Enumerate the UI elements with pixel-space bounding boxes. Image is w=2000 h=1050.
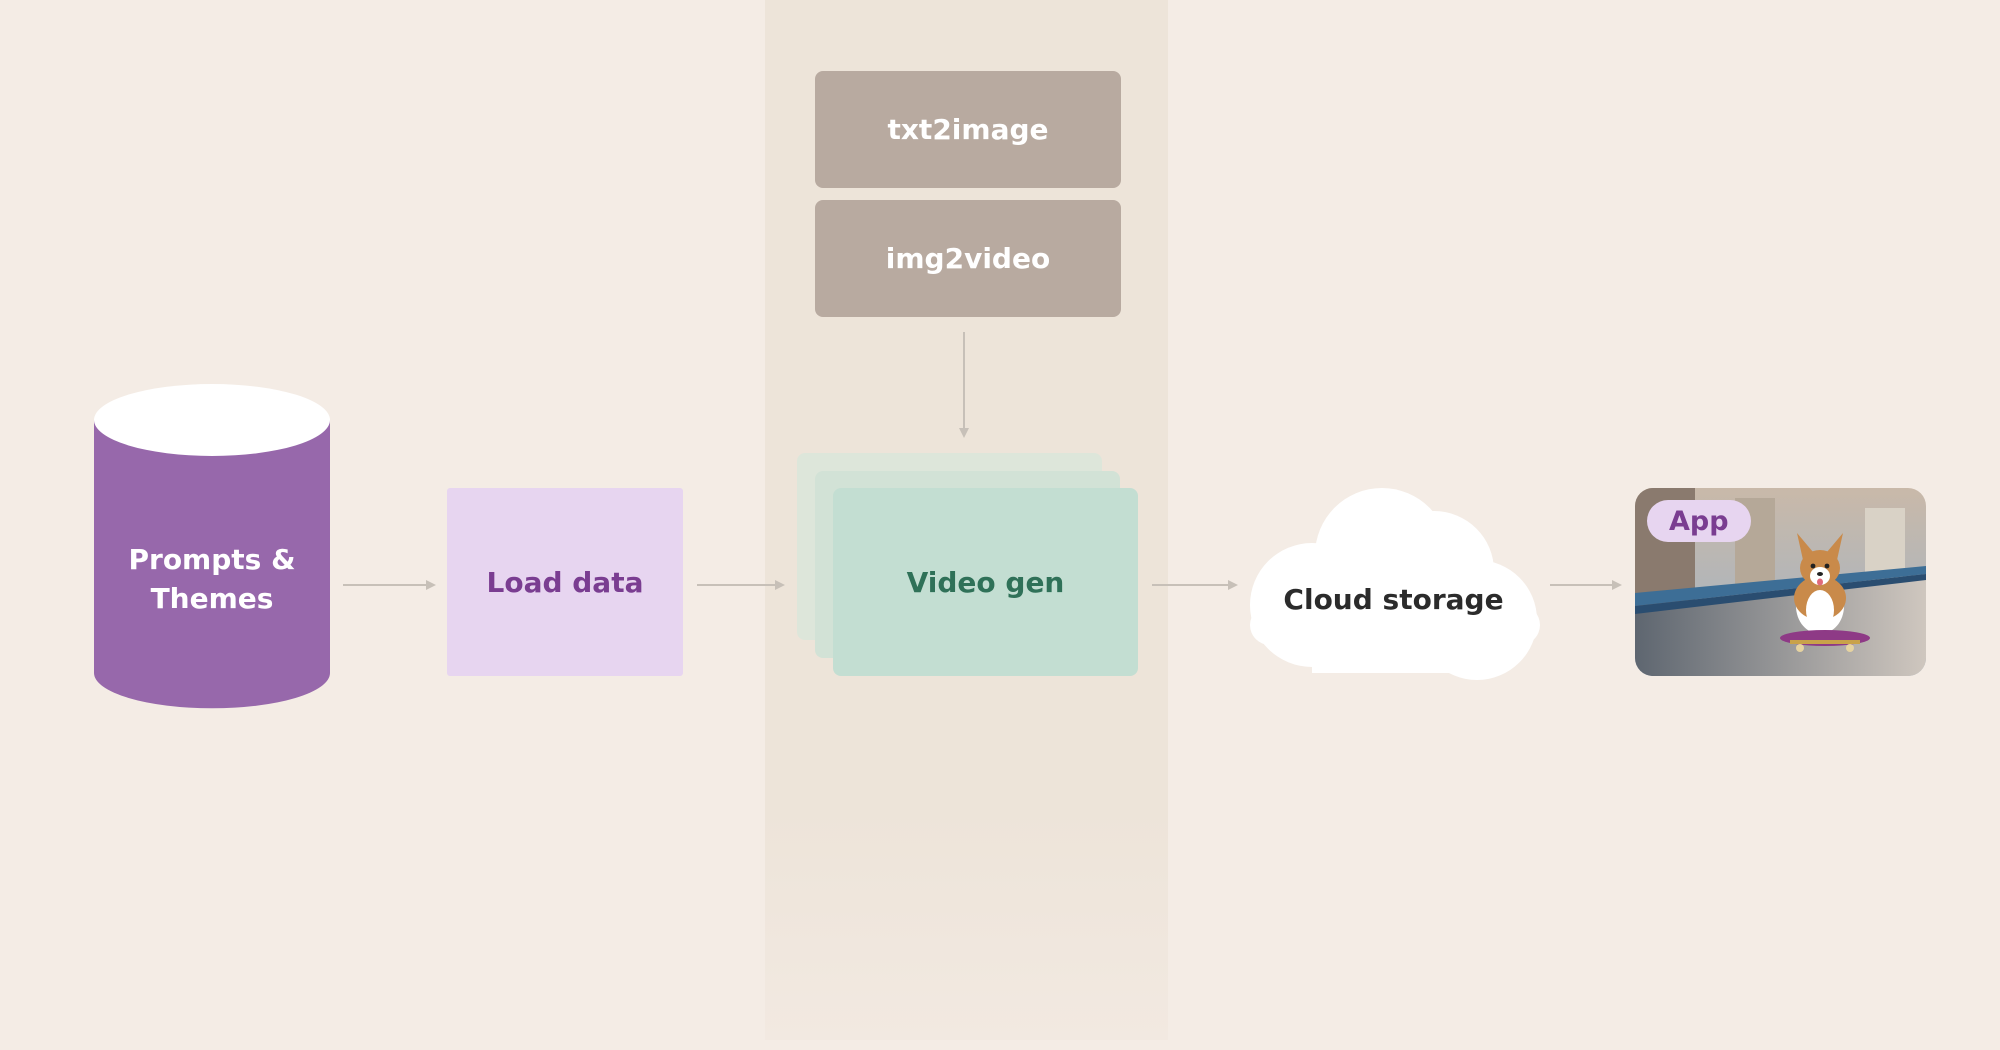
load-data-label: Load data <box>486 565 644 599</box>
app-badge: App <box>1647 500 1751 542</box>
txt2image-label: txt2image <box>887 113 1049 146</box>
prompts-themes-line1: Prompts & <box>128 543 296 576</box>
video-gen-node: Video gen <box>833 488 1138 676</box>
load-data-node: Load data <box>447 488 683 676</box>
app-preview-card: App <box>1635 488 1926 676</box>
video-gen-label: Video gen <box>906 565 1065 599</box>
img2video-label: img2video <box>885 242 1051 275</box>
prompts-themes-line2: Themes <box>150 582 274 615</box>
prompts-themes-label: Prompts & Themes <box>94 540 330 618</box>
txt2image-node: txt2image <box>815 71 1121 188</box>
img2video-node: img2video <box>815 200 1121 317</box>
cloud-storage-label: Cloud storage <box>1283 583 1504 616</box>
